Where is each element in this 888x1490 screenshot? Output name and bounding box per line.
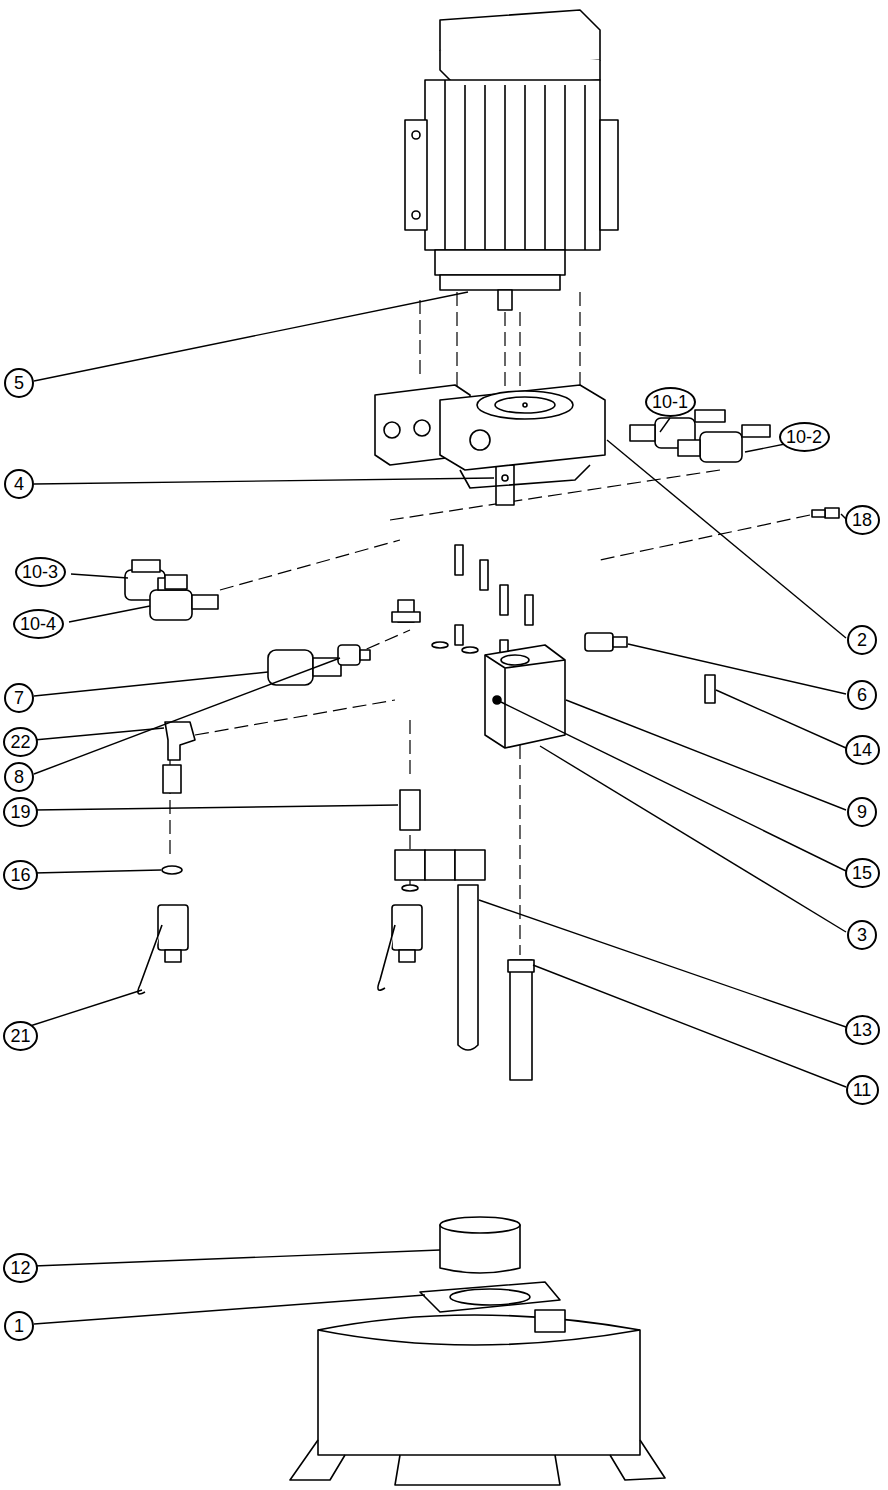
- callout-number: 6: [857, 686, 867, 704]
- callout-circle: 8: [4, 762, 34, 792]
- callout-circle: 10-2: [779, 422, 830, 452]
- callout-circle: 18: [845, 505, 880, 535]
- callout-number: 4: [14, 475, 24, 493]
- callout-circle: 1: [4, 1311, 34, 1341]
- callout-circle: 4: [4, 469, 34, 499]
- callout-circle: 5: [4, 368, 34, 398]
- callout-circle: 22: [3, 727, 38, 757]
- callout-number: 14: [852, 741, 872, 759]
- callout-circle: 11: [846, 1075, 879, 1105]
- callout-circle: 9: [847, 797, 877, 827]
- callout-number: 10-4: [20, 615, 56, 633]
- callout-number: 15: [852, 864, 872, 882]
- callout-circle: 10-1: [645, 387, 696, 417]
- callout-number: 10-1: [652, 393, 688, 411]
- callout-number: 11: [853, 1081, 872, 1099]
- callout-number: 16: [10, 866, 30, 884]
- callout-circle: 2: [847, 625, 877, 655]
- callout-circle: 7: [4, 683, 34, 713]
- callout-number: 1: [14, 1317, 24, 1335]
- callout-number: 5: [14, 374, 24, 392]
- callout-number: 10-3: [22, 563, 58, 581]
- callout-number: 2: [857, 631, 867, 649]
- callout-number: 8: [14, 768, 24, 786]
- callout-circle: 12: [3, 1253, 38, 1283]
- callout-circle: 16: [3, 860, 38, 890]
- callout-circle: 3: [847, 920, 877, 950]
- callout-circle: 19: [3, 797, 38, 827]
- callout-number: 19: [10, 803, 30, 821]
- callout-circle: 10-3: [15, 557, 66, 587]
- callout-number: 18: [852, 511, 872, 529]
- callout-number: 10-2: [786, 428, 822, 446]
- callout-number: 3: [857, 926, 867, 944]
- callout-circle: 21: [3, 1021, 38, 1051]
- callout-circle: 13: [845, 1015, 880, 1045]
- callout-number: 22: [10, 733, 30, 751]
- callout-number: 12: [10, 1259, 30, 1277]
- callout-number: 9: [857, 803, 867, 821]
- callout-circle: 15: [845, 858, 880, 888]
- callout-number: 21: [10, 1027, 30, 1045]
- callout-number: 7: [14, 689, 24, 707]
- callout-circle: 10-4: [13, 609, 64, 639]
- callout-number: 13: [852, 1021, 872, 1039]
- callout-circle: 6: [847, 680, 877, 710]
- callout-circle: 14: [845, 735, 880, 765]
